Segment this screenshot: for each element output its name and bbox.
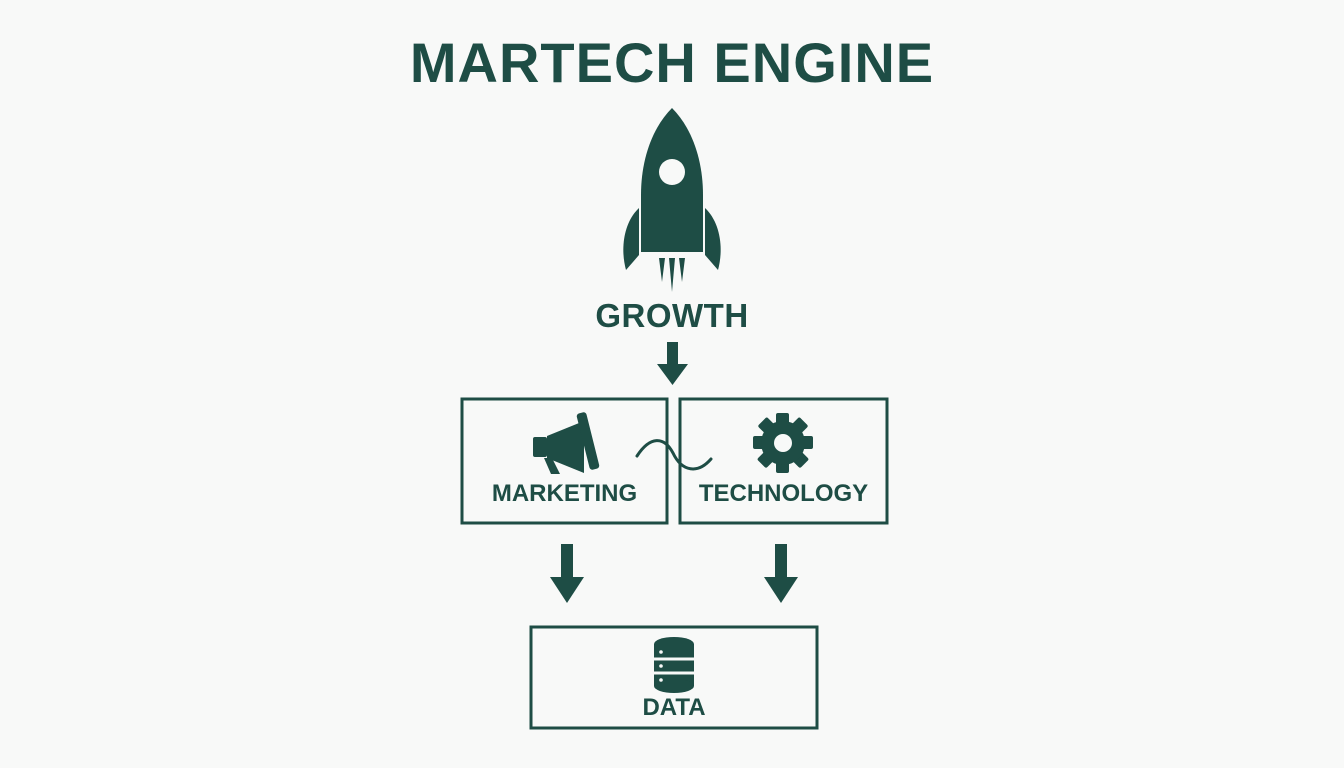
data-label: DATA xyxy=(642,694,706,721)
technology-box xyxy=(678,397,889,525)
rocket-icon xyxy=(623,108,721,292)
arrow-growth-down xyxy=(657,342,688,385)
arrow-marketing-down xyxy=(550,544,584,603)
technology-label: TECHNOLOGY xyxy=(698,480,869,507)
diagram-title: MARTECH ENGINE xyxy=(409,31,935,94)
growth-label: GROWTH xyxy=(595,297,749,334)
database-icon xyxy=(654,637,694,693)
megaphone-icon xyxy=(533,412,600,474)
marketing-label: MARKETING xyxy=(491,480,638,507)
connector-squiggle xyxy=(635,439,713,471)
arrow-technology-down xyxy=(764,544,798,603)
marketing-box xyxy=(460,397,669,525)
data-box xyxy=(529,625,819,730)
gear-icon xyxy=(753,413,813,473)
